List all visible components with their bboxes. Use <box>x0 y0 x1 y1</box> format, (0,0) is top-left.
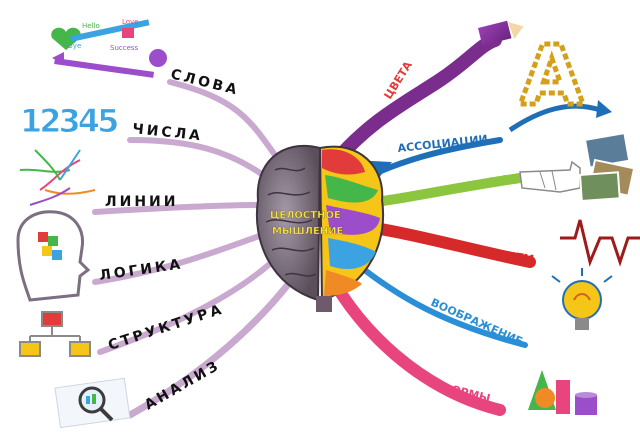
branch-chisla <box>127 137 273 183</box>
label-chisla: ЧИСЛА <box>132 121 204 144</box>
lightbulb-icon <box>551 268 613 330</box>
center-title-line1: ЦЕЛОСТНОЕ <box>270 210 341 221</box>
label-struktura: СТРУКТУРА <box>106 301 226 354</box>
brain-left-folds <box>265 167 317 277</box>
branch-formy <box>324 269 506 416</box>
branch-struktura <box>97 259 275 355</box>
key-word-success: Success <box>110 44 139 52</box>
numbers-text: 12345 <box>20 102 118 140</box>
center-title-line2: МЫШЛЕНИЕ <box>272 226 344 237</box>
chain-letter-a-icon: A <box>518 27 587 127</box>
puzzle-head-icon <box>16 210 91 302</box>
label-logika: ЛОГИКА <box>98 256 184 284</box>
label-linii: ЛИНИИ <box>105 194 179 210</box>
numbers-icon: 12345 <box>20 102 122 141</box>
brain-icon <box>256 145 384 312</box>
label-analiz: АНАЛИЗ <box>142 357 223 413</box>
swoosh-arrow-head-icon <box>596 100 612 118</box>
brain-stem <box>316 296 332 312</box>
magnifier-icon <box>54 377 131 429</box>
key-word-hello: Hello <box>82 22 100 30</box>
branch-analiz <box>126 278 294 419</box>
brain-right-colors <box>322 149 380 296</box>
key-word-bye: Bye <box>68 42 81 50</box>
heartbeat-icon <box>560 219 640 267</box>
branch-slova <box>167 79 285 168</box>
brain-left-hemisphere <box>256 145 322 302</box>
keys-words-icon: Hello Love Success Bye <box>51 18 167 78</box>
org-chart-icon <box>19 311 91 357</box>
key-word-love: Love <box>122 18 139 26</box>
branch-tsveta <box>328 33 502 169</box>
branch-linii <box>92 202 265 215</box>
label-obrazy: ОБРАЗЫ <box>453 173 508 195</box>
label-ritm: РИТМ <box>498 248 535 266</box>
shapes-icon <box>528 370 597 415</box>
lines-sketch-icon <box>19 149 96 206</box>
branch-logika <box>92 232 265 285</box>
pencil-icon <box>478 20 524 46</box>
chain-letter-text: A <box>520 29 584 124</box>
swoosh-arrow-icon <box>508 103 601 133</box>
photos-stack-icon <box>578 131 636 203</box>
pointing-hand-icon <box>519 160 581 193</box>
label-voobrazhenie: ВООБРАЖЕНИЕ <box>429 296 525 348</box>
left-branches <box>92 79 294 419</box>
